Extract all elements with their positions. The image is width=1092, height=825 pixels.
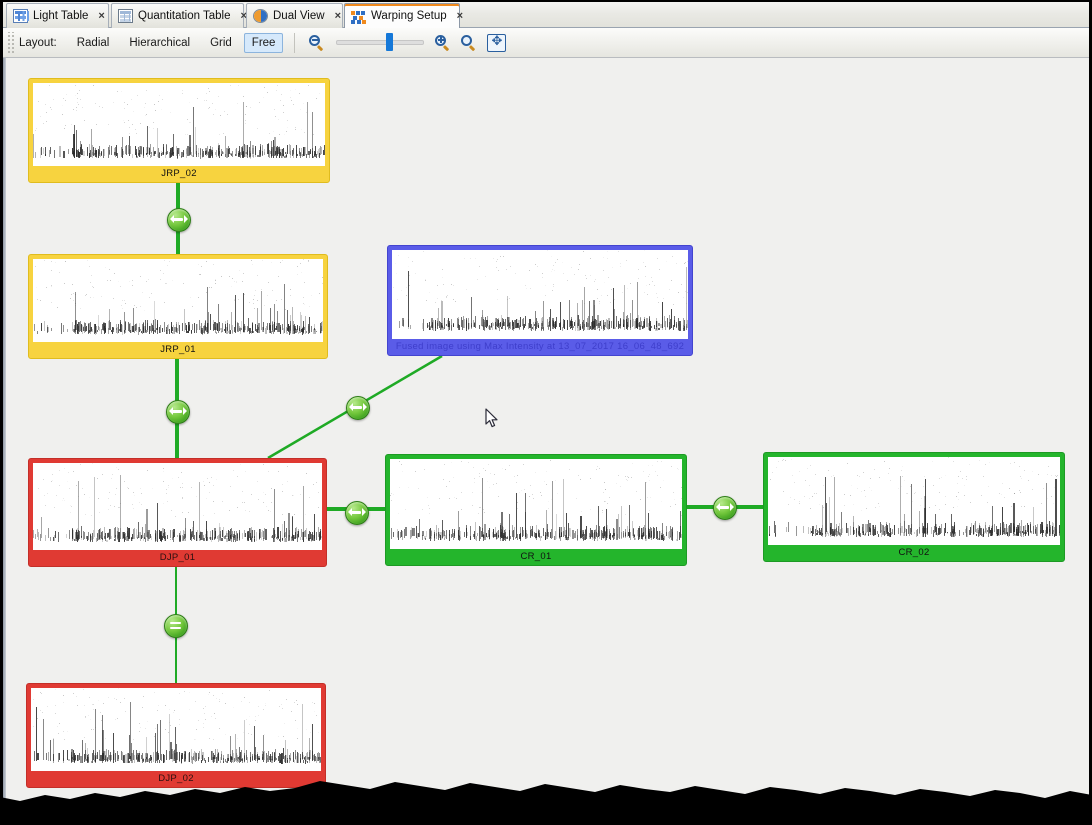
canvas-left-border [3,58,6,804]
tab-label: Quantitation Table [138,10,231,22]
zoom-in-icon[interactable] [434,34,452,52]
spectrum-image [33,83,325,166]
toolbar-drag-handle[interactable] [6,31,14,54]
node-label: DJP_02 [158,773,194,784]
node-thumbnail [392,250,688,339]
graph-node-fused[interactable]: Fused image using Max Intensity at 13_07… [387,245,693,356]
tab-label: Dual View [273,10,325,22]
zoom-out-icon[interactable] [308,34,326,52]
tab-label: Warping Setup [371,10,447,22]
tab-close-icon[interactable]: × [456,9,464,22]
edge-connector-arrow-djp01-cr01[interactable] [345,501,369,525]
node-label: DJP_01 [159,552,196,563]
spectrum-image [31,688,321,771]
toolbar-separator [294,32,296,53]
edge-connector-equals-djp01-djp02[interactable] [164,614,188,638]
tab-dual-view[interactable]: Dual View × [246,3,343,28]
tab-light-table[interactable]: Light Table × [6,3,109,28]
node-label: CR_02 [898,547,930,558]
layout-toolbar: Layout: Radial Hierarchical Grid Free [3,28,1089,58]
edge-connector-arrow-jrp02-jrp01[interactable] [167,208,191,232]
graph-node-djp01[interactable]: DJP_01 [28,458,327,567]
tab-label: Light Table [33,10,89,22]
graph-node-djp02[interactable]: DJP_02 [26,683,326,788]
layout-grid-button[interactable]: Grid [210,36,232,49]
edge-connector-arrow-jrp01-djp01[interactable] [166,400,190,424]
zoom-slider-thumb[interactable] [386,33,394,51]
node-thumbnail [33,259,323,342]
edge-connector-arrow-cr01-cr02[interactable] [713,496,737,520]
layout-label: Layout: [19,36,57,49]
zoom-reset-icon[interactable] [460,34,478,52]
warping-icon [351,9,366,24]
layout-radial-button[interactable]: Radial [76,36,110,49]
tab-quantitation-table[interactable]: Quantitation Table × [111,3,247,28]
node-label: JRP_01 [160,344,196,355]
edge-connector-arrow-fused-djp01[interactable] [346,396,370,420]
tab-close-icon[interactable]: × [334,9,342,22]
grid-icon [13,9,28,23]
graph-node-jrp02[interactable]: JRP_02 [28,78,330,183]
spectrum-image [768,457,1060,545]
node-thumbnail [33,463,322,550]
tab-warping-setup[interactable]: Warping Setup × [344,3,463,28]
tab-close-icon[interactable]: × [98,9,105,22]
zoom-slider[interactable] [336,33,425,51]
node-thumbnail [31,688,321,771]
mouse-cursor [485,408,498,428]
graph-node-cr01[interactable]: CR_01 [385,454,687,566]
graph-node-jrp01[interactable]: JRP_01 [28,254,328,359]
node-thumbnail [768,457,1060,545]
spectrum-image [392,250,688,339]
spectrum-image [33,259,323,342]
table-icon [118,9,133,23]
tab-bar: Light Table × Quantitation Table × Dual … [3,2,1089,28]
fit-to-window-icon[interactable] [487,32,507,52]
graph-node-cr02[interactable]: CR_02 [763,452,1065,562]
node-label: Fused image using Max Intensity at 13_07… [395,341,685,352]
layout-free-button[interactable]: Free [243,32,284,53]
layout-hierarchical-button[interactable]: Hierarchical [129,36,191,49]
node-thumbnail [33,83,325,166]
spectrum-image [33,463,322,550]
node-thumbnail [390,459,682,549]
zoom-controls [304,32,507,52]
node-label: JRP_02 [161,168,197,179]
dual-view-icon [253,9,268,23]
node-label: CR_01 [520,551,552,562]
tab-close-icon[interactable]: × [240,9,247,22]
spectrum-image [390,459,682,549]
